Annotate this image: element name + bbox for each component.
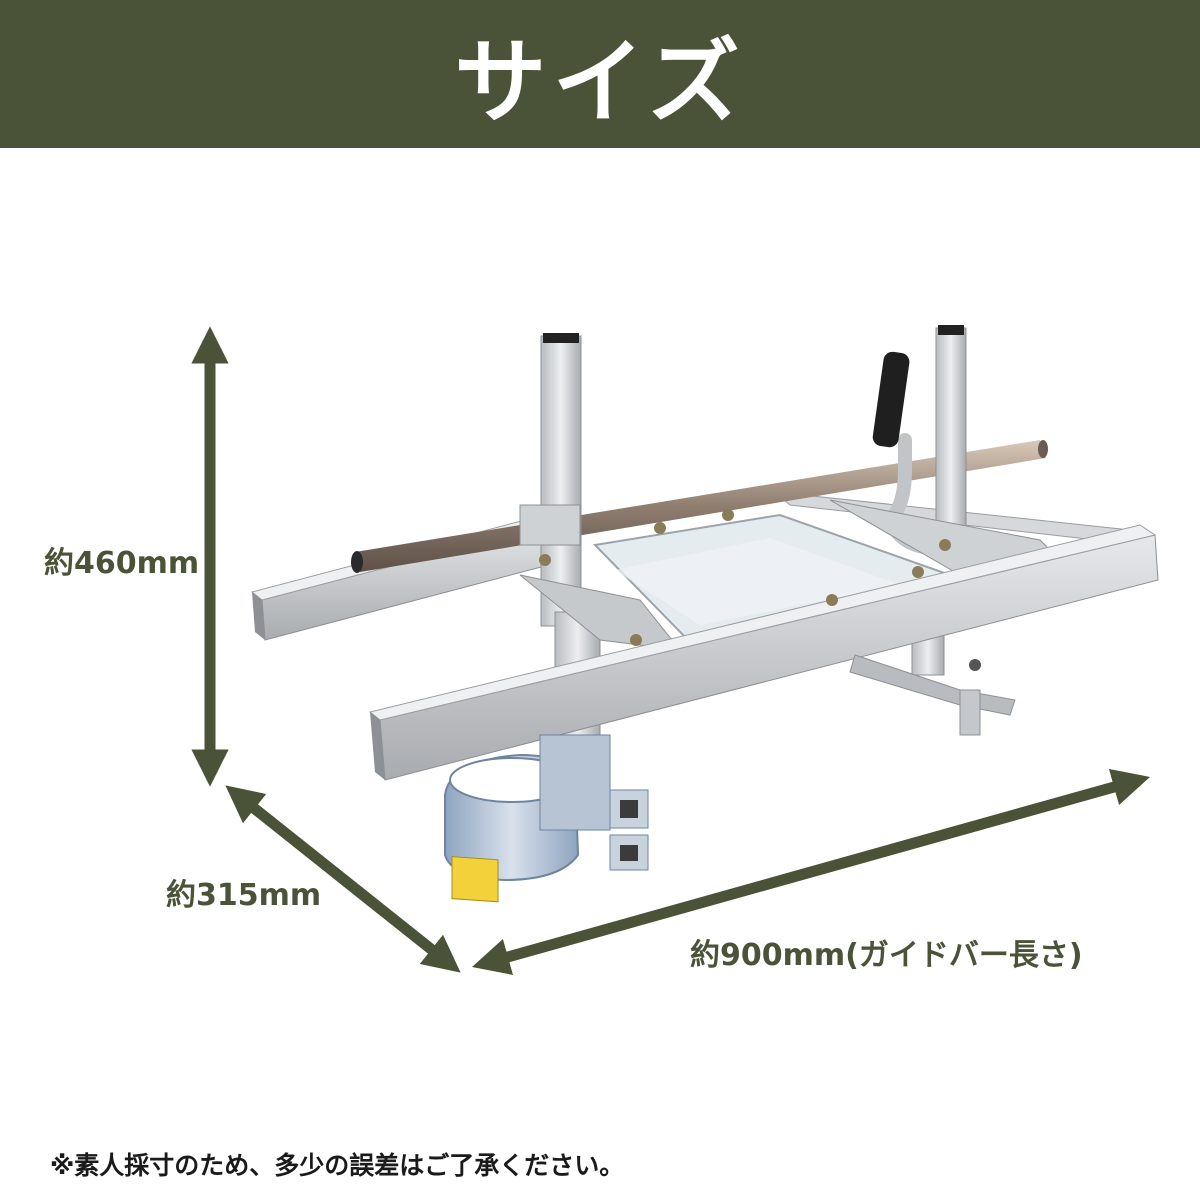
depth-arrow [225, 785, 461, 973]
right-clamp [849, 654, 1016, 736]
depth-label: 約315mm [166, 878, 322, 913]
length-arrow [471, 769, 1151, 975]
bolts [539, 509, 951, 646]
height-label: 約460mm [44, 546, 200, 581]
footnote: ※素人採寸のため、多少の誤差はご了承ください。 [50, 1151, 625, 1180]
front-rail [368, 524, 1159, 781]
length-label: 約900mm(ガイドバー長さ) [690, 938, 1083, 973]
header-banner: サイズ [0, 0, 1200, 148]
left-clamp [444, 734, 649, 903]
page-title: サイズ [454, 28, 746, 136]
